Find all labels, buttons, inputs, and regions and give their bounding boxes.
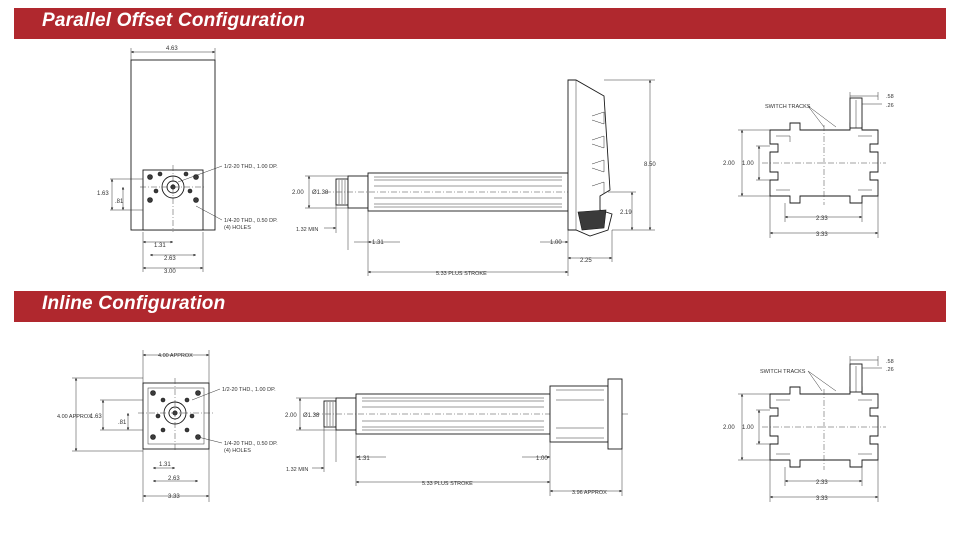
callout-thread-2: 1/4-20 THD., 0.50 DP. [224, 218, 278, 224]
dim-height-approx: 4.00 APPROX [57, 414, 92, 420]
parallel-front-view: 4.63 1.63 .81 1.31 2.63 3.00 1/2-20 THD.… [97, 46, 278, 275]
dim-1-31-side: 1.31 [358, 456, 370, 462]
callout-holes: (4) HOLES [224, 448, 251, 454]
dim-0-26: .26 [886, 103, 894, 109]
parallel-profile-view: SWITCH TRACKS .58 .26 2.00 1.00 2.33 3.3… [723, 92, 894, 238]
dim-2-25: 2.25 [580, 258, 592, 264]
dim-profile-3-33: 3.33 [816, 496, 828, 502]
dim-1-63: 1.63 [90, 414, 102, 420]
dim-profile-1-00: 1.00 [742, 425, 754, 431]
dim-1-31: 1.31 [159, 462, 171, 468]
switch-tracks-label: SWITCH TRACKS [760, 369, 806, 375]
callout-thread-2: 1/4-20 THD., 0.50 DP. [224, 441, 278, 447]
dim-1-00-side: 1.00 [550, 240, 562, 246]
dim-8-50: 8.50 [644, 162, 656, 168]
dim-1-00-side: 1.00 [536, 456, 548, 462]
dim-width: 4.63 [166, 46, 178, 52]
dim-stroke: 5.33 PLUS STROKE [422, 481, 473, 487]
dim-2-63: 2.63 [164, 256, 176, 262]
dim-profile-3-33: 3.33 [816, 232, 828, 238]
dim-1-63: 1.63 [97, 191, 109, 197]
dim-2-63: 2.63 [168, 476, 180, 482]
dim-1-31: 1.31 [154, 243, 166, 249]
dim-diameter: Ø1.38 [303, 413, 320, 419]
dim-profile-2-33: 2.33 [816, 216, 828, 222]
dim-width-approx: 4.00 APPROX [158, 353, 193, 359]
callout-thread-1: 1/2-20 THD., 1.00 DP. [222, 387, 276, 393]
parallel-side-view: 8.50 2.19 2.00 Ø1.38 1.32 MIN 1.31 1.00 … [292, 79, 656, 277]
dim-stroke: 5.33 PLUS STROKE [436, 271, 487, 277]
dim-profile-2-33: 2.33 [816, 480, 828, 486]
inline-front-view: 4.00 APPROX 4.00 APPROX 1.63 .81 1.31 2.… [57, 350, 278, 502]
dim-min: 1.32 MIN [286, 467, 308, 473]
section-title: Inline Configuration [42, 293, 226, 314]
dim-profile-2-00: 2.00 [723, 161, 735, 167]
section-banner-inline: Inline Configuration [14, 291, 946, 322]
dim-diameter: Ø1.38 [312, 190, 329, 196]
dim-2-00: 2.00 [285, 413, 297, 419]
dim-profile-2-00: 2.00 [723, 425, 735, 431]
motor-body [549, 385, 609, 443]
dim-min: 1.32 MIN [296, 227, 318, 233]
section-title: Parallel Offset Configuration [42, 10, 306, 31]
motor-end-cap [607, 378, 623, 450]
inline-profile-view: SWITCH TRACKS .58 .26 2.00 1.00 2.33 3.3… [723, 356, 894, 502]
dim-0-58: .58 [886, 94, 894, 100]
dim-3-33: 3.33 [168, 494, 180, 500]
dim-0-81: .81 [118, 420, 127, 426]
dim-2-00: 2.00 [292, 190, 304, 196]
dim-0-58: .58 [886, 359, 894, 365]
dim-0-81: .81 [115, 199, 124, 205]
dim-approx: 3.96 APPROX [572, 490, 607, 496]
switch-tracks-label: SWITCH TRACKS [765, 104, 811, 110]
inline-side-view: 2.00 Ø1.38 1.32 MIN 1.31 1.00 5.33 PLUS … [285, 378, 630, 496]
dim-profile-1-00: 1.00 [742, 161, 754, 167]
callout-thread-1: 1/2-20 THD., 1.00 DP. [224, 164, 278, 170]
dim-3-00: 3.00 [164, 269, 176, 275]
section-banner-parallel: Parallel Offset Configuration [14, 8, 946, 39]
dim-2-19: 2.19 [620, 210, 632, 216]
dim-1-31-side: 1.31 [372, 240, 384, 246]
dim-0-26: .26 [886, 367, 894, 373]
callout-holes: (4) HOLES [224, 225, 251, 231]
